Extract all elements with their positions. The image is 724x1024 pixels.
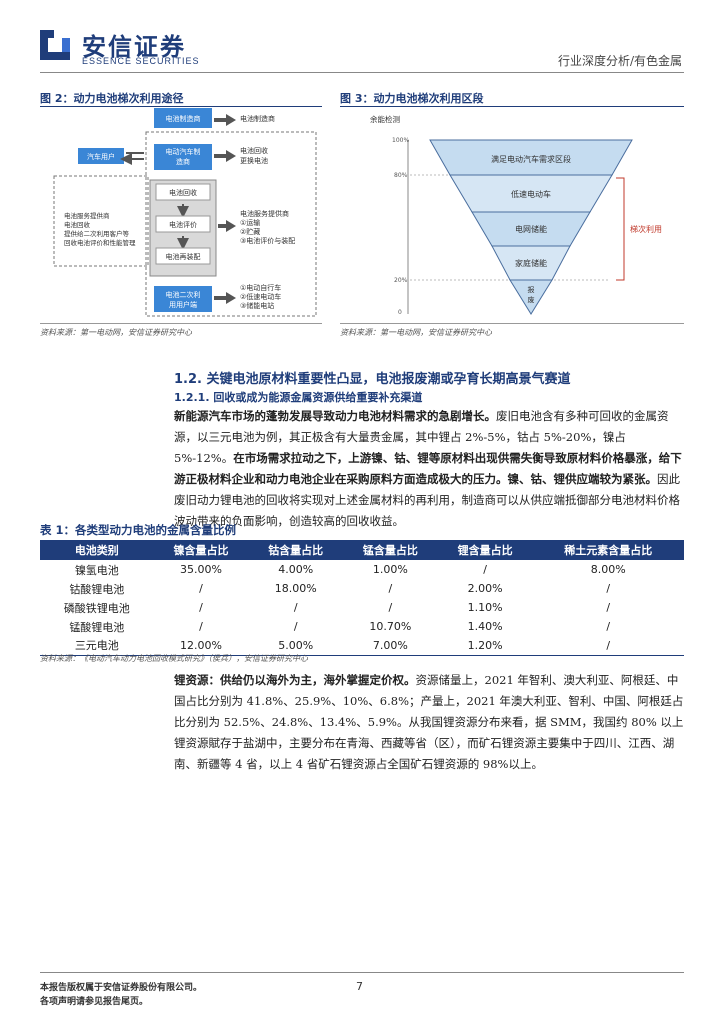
- svg-text:电池回收: 电池回收: [169, 188, 197, 197]
- fig2-title: 图 2：动力电池梯次利用途径: [40, 92, 184, 105]
- table-row: 锰酸锂电池//10.70%1.40%/: [69, 620, 611, 634]
- svg-text:①电动自行车: ①电动自行车: [240, 283, 281, 292]
- fig3-source: 资料来源：第一电动网，安信证券研究中心: [340, 328, 492, 337]
- svg-text:电池服务提供商: 电池服务提供商: [64, 211, 110, 220]
- svg-text:③储能电站: ③储能电站: [240, 301, 274, 310]
- footer-disclaimer: 各项声明请参见报告尾页。: [40, 997, 149, 1007]
- fig3-ylabel: 余能检测: [370, 114, 400, 124]
- svg-text:电池评价: 电池评价: [169, 220, 197, 229]
- logo-text: 安信证券: [82, 33, 186, 61]
- svg-text:电池再装配: 电池再装配: [166, 252, 201, 261]
- svg-text:报: 报: [528, 285, 535, 294]
- fig2-box-ev-maker: [154, 144, 212, 170]
- svg-text:电动汽车制: 电动汽车制: [166, 147, 201, 156]
- fig3-band-1: 满足电动汽车需求区段: [491, 154, 571, 164]
- svg-text:电池二次利: 电池二次利: [166, 290, 201, 299]
- fig2-source: 资料来源：第一电动网，安信证券研究中心: [40, 328, 192, 337]
- fig2-box-reassemble: [155, 247, 211, 265]
- fig3-tick-80: 80%: [394, 172, 408, 179]
- paragraph-2: 锂资源：供给仍以海外为主，海外掌握定价权。资源储量上，2021 年智利、澳大利亚…: [174, 673, 684, 771]
- fig3-tick-0: 0: [398, 309, 402, 316]
- svg-text:电池回收: 电池回收: [64, 220, 91, 229]
- fig2-box-battery-mfr-text: 电池制造商: [166, 114, 201, 123]
- table-row: 钴酸锂电池/18.00%/2.00%/: [69, 582, 611, 596]
- svg-text:用用户端: 用用户端: [169, 300, 197, 309]
- logo-mark-icon: [40, 30, 70, 60]
- fig2-title-line: [40, 106, 322, 107]
- svg-text:②低速电动车: ②低速电动车: [240, 292, 281, 301]
- table-header-row: 电池类别 镍含量占比 钴含量占比 锰含量占比 锂含量占比 稀土元素含量占比: [40, 540, 684, 560]
- table1: 电池类别 镍含量占比 钴含量占比 锰含量占比 锂含量占比 稀土元素含量占比 镍氢…: [40, 540, 684, 656]
- header-divider: [40, 72, 684, 73]
- fig2-box-recycle: [155, 183, 211, 201]
- fig3-bracket-label: 梯次利用: [630, 224, 662, 234]
- fig3-title: 图 3：动力电池梯次利用区段: [340, 92, 484, 105]
- fig2-label-r1: 电池制造商: [240, 114, 275, 123]
- paragraph-1-lead: 新能源汽车市场的蓬勃发展导致动力电池材料需求的急剧增长。: [174, 409, 496, 423]
- fig3-band-2: 低速电动车: [511, 189, 551, 199]
- fig2-box-ev-user: [78, 148, 124, 164]
- fig3-diagram: 余能检测 100% 80% 20% 0 满足电动汽车需求区段 低速电动车 电网储…: [370, 114, 662, 316]
- svg-text:回收电池评价和性能管理: 回收电池评价和性能管理: [64, 238, 136, 247]
- paragraph-2-lead: 锂资源：供给仍以海外为主，海外掌握定价权。: [174, 673, 416, 687]
- page-number: 7: [356, 980, 363, 993]
- table1-source: 资料来源：《电动汽车动力电池回收模式研究》（侯兵），安信证券研究中心: [40, 654, 308, 663]
- fig2-box-battery-mfr: [154, 108, 212, 128]
- fig2-box-ev-user-text: 汽车用户: [87, 152, 115, 161]
- section-heading: 1.2. 关键电池原材料重要性凸显，电池报废潮或孕育长期高景气赛道: [174, 372, 571, 387]
- svg-text:②贮藏: ②贮藏: [240, 227, 260, 236]
- subsection-heading: 1.2.1. 回收或成为能源金属资源供给重要补充渠道: [174, 391, 423, 404]
- fig3-title-line: [340, 106, 684, 107]
- svg-text:提供给二次利用客户等: 提供给二次利用客户等: [64, 229, 130, 238]
- logo-subtext: ESSENCE SECURITIES: [82, 56, 200, 66]
- svg-text:③电池评价与装配: ③电池评价与装配: [240, 236, 295, 245]
- table-row: 磷酸铁锂电池///1.10%/: [63, 601, 611, 615]
- report-category: 行业深度分析/有色金属: [557, 54, 682, 68]
- svg-text:电池回收: 电池回收: [240, 146, 268, 155]
- svg-text:更换电池: 更换电池: [240, 156, 268, 165]
- svg-text:废: 废: [528, 295, 535, 304]
- table1-title: 表 1：各类型动力电池的金属含量比例: [40, 523, 237, 537]
- footer-copyright: 本报告版权属于安信证券股份有限公司。: [40, 983, 203, 993]
- fig2-diagram: 电池制造商 电池制造商 汽车用户 电动汽车制 造商 电池回收 更换电池 电池服务…: [53, 108, 317, 317]
- fig2-box-second-use: [154, 286, 212, 312]
- fig3-tick-20: 20%: [394, 277, 408, 284]
- fig3-tick-100: 100%: [392, 137, 409, 144]
- svg-text:造商: 造商: [176, 157, 190, 166]
- fig3-band-4: 家庭储能: [515, 258, 547, 268]
- svg-text:电池服务提供商: 电池服务提供商: [240, 209, 289, 218]
- svg-text:①运输: ①运输: [240, 218, 260, 227]
- footer-divider: [40, 972, 684, 973]
- paragraph-1: 新能源汽车市场的蓬勃发展导致动力电池材料需求的急剧增长。废旧电池含有多种可回收的…: [174, 409, 682, 528]
- fig3-band-3: 电网储能: [515, 224, 547, 234]
- fig2-box-evaluate: [155, 215, 211, 233]
